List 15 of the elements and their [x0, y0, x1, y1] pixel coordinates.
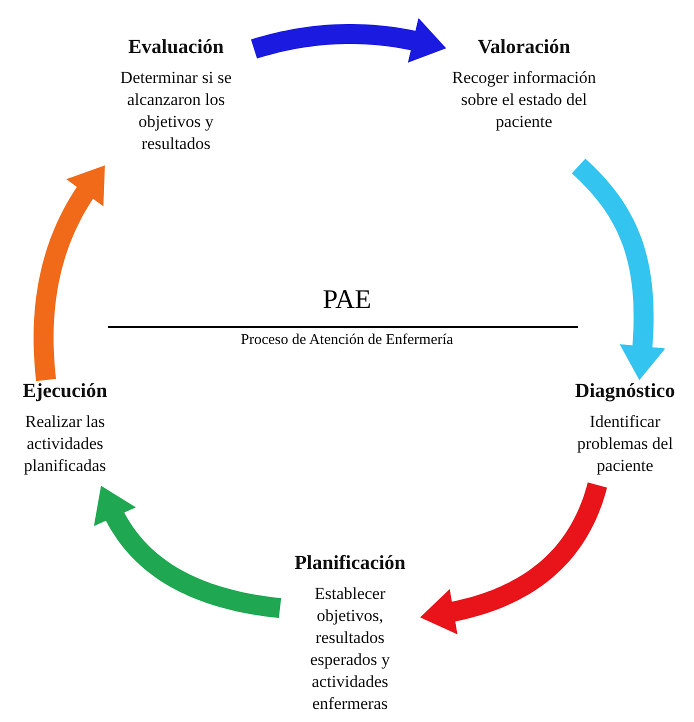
curved-arrow — [572, 158, 666, 380]
stage-heading: Planificación — [294, 552, 406, 575]
stage-heading: Diagnóstico — [575, 380, 675, 403]
stage-description: Identificar problemas del paciente — [576, 411, 674, 477]
diagram-title: PAE — [322, 284, 372, 315]
stage-description: Realizar las actividades planificadas — [22, 411, 108, 477]
stage-description: Determinar si se alcanzaron los objetivos y resultados — [119, 67, 233, 155]
stage-description: Establecer objetivos, resultados esperados y actividades enfermeras — [309, 583, 391, 715]
curved-arrow — [420, 480, 608, 634]
stage-heading: Valoración — [478, 36, 570, 59]
stage-heading: Ejecución — [22, 380, 108, 403]
stage-description: Recoger información sobre el estado del paciente — [451, 67, 597, 133]
diagram-caption: Proceso de Atención de Enfermería — [240, 332, 454, 349]
stage-heading: Evaluación — [128, 36, 224, 59]
curved-arrow — [248, 18, 446, 63]
